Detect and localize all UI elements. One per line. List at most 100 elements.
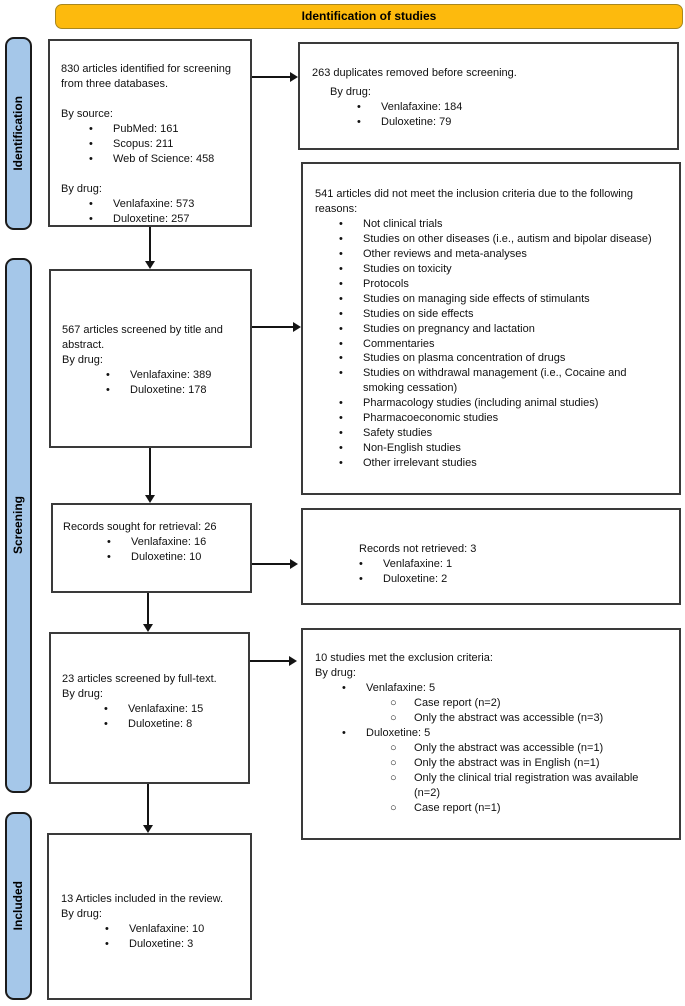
bullet-icon: • [107, 550, 111, 563]
list-item-text: Only the abstract was in English (n=1) [414, 756, 600, 769]
list-item-text: Scopus: 211 [113, 137, 174, 150]
list-item: •Protocols [339, 277, 667, 292]
arrow-retrieval-to-fulltext [143, 593, 153, 632]
list-item-text: Web of Science: 458 [113, 152, 215, 165]
by-drug-label: By drug: [330, 85, 371, 98]
bullet-icon: • [339, 412, 343, 425]
arrow-identified-to-title-abstract [145, 227, 155, 269]
box-records-sought-line1: Records sought for retrieval: 26 [63, 521, 217, 533]
stage-label-screening-text: Screening [11, 496, 26, 555]
bullet-icon: • [339, 397, 343, 410]
list-item: ○ Case report (n=2) [390, 696, 667, 711]
bullet-icon: • [105, 937, 109, 950]
list-item-text: Studies on pregnancy and lactation [363, 322, 535, 335]
list-item-text: Only the clinical trial registration was… [414, 771, 639, 799]
list-item-text: Not clinical trials [363, 217, 443, 230]
list-item: ○ Only the abstract was in English (n=1) [390, 756, 667, 771]
list-item: •Studies on side effects [339, 307, 667, 322]
circle-bullet-icon: ○ [390, 771, 397, 784]
list-item-text: Duloxetine: 3 [129, 937, 194, 950]
list-item-text: Other reviews and meta-analyses [363, 247, 527, 260]
bullet-icon: • [89, 212, 93, 225]
list-item: •Studies on managing side effects of sti… [339, 292, 667, 307]
list-item-text: Duloxetine: 178 [130, 383, 207, 396]
bullet-icon: • [339, 367, 343, 380]
list-item: • Not clinical trials [339, 217, 667, 232]
bullet-icon: • [342, 726, 346, 739]
arrow-identified-to-duplicates [252, 72, 298, 82]
list-item-text: Venlafaxine: 389 [130, 368, 212, 381]
list-item-text: Studies on other diseases (i.e., autism … [363, 232, 652, 245]
bullet-icon: • [339, 232, 343, 245]
list-item: • Venlafaxine: 1 [359, 557, 667, 572]
list-item-text: Duloxetine: 2 [383, 572, 448, 585]
bullet-icon: • [339, 337, 343, 350]
box-records-not-retrieved: Records not retrieved: 3 • Venlafaxine: … [301, 508, 681, 605]
bullet-icon: • [107, 535, 111, 548]
list-item: ○ Only the abstract was accessible (n=3) [390, 711, 667, 726]
by-source-label: By source: [61, 107, 113, 120]
list-item: • Scopus: 211 [89, 137, 239, 152]
bullet-icon: • [89, 122, 93, 135]
list-item: •Other irrelevant studies [339, 456, 667, 471]
bullet-icon: • [357, 115, 361, 128]
list-item: • Duloxetine: 10 [107, 550, 240, 565]
stage-label-identification-text: Identification [11, 96, 26, 171]
list-item: • Duloxetine: 3 [105, 937, 238, 952]
list-item-text: Case report (n=2) [414, 696, 501, 709]
box-duplicates-removed: 263 duplicates removed before screening.… [298, 42, 679, 150]
stage-label-included: Included [5, 812, 32, 1000]
list-item: • Other reviews and meta-analyses [339, 247, 667, 262]
box-articles-identified: 830 articles identified for screening fr… [48, 39, 252, 227]
list-item: • Duloxetine: 2 [359, 572, 667, 587]
list-item-text: PubMed: 161 [113, 122, 179, 135]
bullet-icon: • [339, 427, 343, 440]
list-item-text: Pharmacology studies (including animal s… [363, 397, 599, 410]
list-item-text: Commentaries [363, 337, 435, 350]
list-item-text: Venlafaxine: 16 [131, 535, 207, 548]
arrow-title-abstract-to-exclusions [252, 322, 301, 332]
list-item: • Web of Science: 458 [89, 152, 239, 167]
bullet-icon: • [359, 557, 363, 570]
list-item: • PubMed: 161 [89, 122, 239, 137]
list-item: • Pharmacology studies (including animal … [339, 396, 667, 411]
bullet-icon: • [339, 277, 343, 290]
list-item: •Pharmacoeconomic studies [339, 411, 667, 426]
box-articles-identified-line1: 830 articles identified for screening fr… [61, 63, 231, 90]
bullet-icon: • [89, 197, 93, 210]
list-item: • Duloxetine: 257 [89, 212, 239, 227]
list-item: • Duloxetine: 5 [342, 726, 667, 741]
list-item-text: Only the abstract was accessible (n=1) [414, 741, 604, 754]
list-item-text: Case report (n=1) [414, 801, 501, 814]
list-item-text: Venlafaxine: 184 [381, 100, 463, 113]
spacer [61, 92, 239, 107]
box-duplicates-removed-line1: 263 duplicates removed before screening. [312, 67, 517, 79]
list-item: •Studies on toxicity [339, 262, 667, 277]
diagram-title-banner: Identification of studies [55, 4, 683, 29]
list-item: • Venlafaxine: 184 [357, 100, 665, 115]
bullet-icon: • [339, 292, 343, 305]
by-drug-label: By drug: [61, 907, 102, 920]
list-item-text: Safety studies [363, 427, 433, 440]
bullet-icon: • [89, 152, 93, 165]
list-item-text: Duloxetine: 8 [128, 717, 193, 730]
bullet-icon: • [89, 137, 93, 150]
circle-bullet-icon: ○ [390, 741, 397, 754]
box-not-meeting-inclusion: 541 articles did not meet the inclusion … [301, 162, 681, 495]
circle-bullet-icon: ○ [390, 801, 397, 814]
list-item-text: Non-English studies [363, 442, 461, 455]
list-item-text: Studies on toxicity [363, 262, 452, 275]
stage-label-screening: Screening [5, 258, 32, 793]
list-item-text: Duloxetine: 257 [113, 212, 190, 225]
stage-label-identification: Identification [5, 37, 32, 230]
box-exclusion-criteria: 10 studies met the exclusion criteria: B… [301, 628, 681, 840]
list-item: • Venlafaxine: 573 [89, 197, 239, 212]
bullet-icon: • [339, 217, 343, 230]
bullet-icon: • [339, 247, 343, 260]
list-item: • Venlafaxine: 5 [342, 681, 667, 696]
list-item-text: Studies on side effects [363, 307, 474, 320]
arrow-retrieval-to-not-retrieved [252, 559, 298, 569]
list-item: •Studies on withdrawal management (i.e.,… [339, 366, 667, 396]
list-item: • Duloxetine: 8 [104, 717, 237, 732]
box-not-meeting-inclusion-line1: 541 articles did not meet the inclusion … [315, 188, 633, 215]
